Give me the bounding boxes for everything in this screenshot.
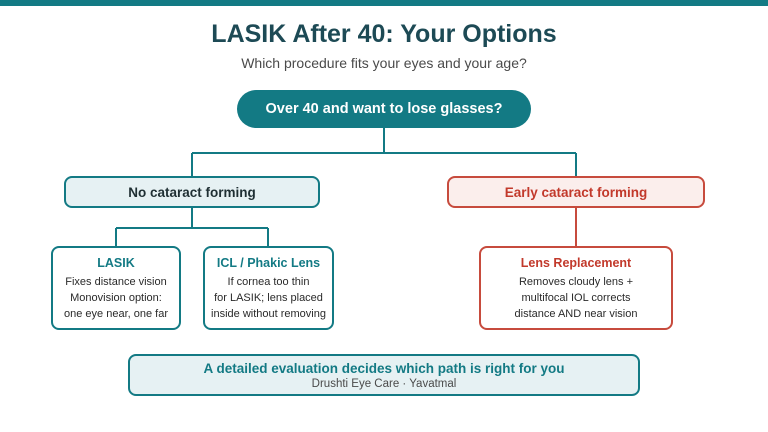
option-detail-line: for LASIK; lens placed [214, 291, 323, 304]
option-detail-line: Removes cloudy lens + [518, 275, 634, 288]
option-detail-line: Fixes distance vision [65, 275, 167, 288]
footer-credit: Drushti Eye Care · Yavatmal [311, 377, 457, 390]
option-lasik: LASIK Fixes distance vision Monovision o… [51, 246, 181, 330]
option-detail-line: one eye near, one far [64, 307, 168, 320]
branch-early-cataract: Early cataract forming [447, 176, 705, 208]
option-detail-line: distance AND near vision [514, 307, 638, 320]
root-question-node: Over 40 and want to lose glasses? [237, 90, 531, 128]
option-detail-line: If cornea too thin [227, 275, 310, 288]
page-subtitle: Which procedure fits your eyes and your … [241, 55, 527, 71]
option-icl-phakic-lens: ICL / Phakic Lens If cornea too thin for… [203, 246, 334, 330]
option-lens-replacement: Lens Replacement Removes cloudy lens + m… [479, 246, 673, 330]
option-title: Lens Replacement [520, 255, 632, 270]
top-accent-bar [0, 0, 768, 6]
option-detail-line: multifocal IOL corrects [521, 291, 631, 304]
evaluation-footer: A detailed evaluation decides which path… [128, 354, 640, 396]
footer-message: A detailed evaluation decides which path… [203, 360, 565, 376]
option-detail-line: Monovision option: [70, 291, 162, 304]
option-title: ICL / Phakic Lens [216, 255, 321, 270]
option-detail-line: inside without removing [211, 307, 326, 320]
branch-no-cataract: No cataract forming [64, 176, 320, 208]
option-title: LASIK [97, 255, 135, 270]
page-title: LASIK After 40: Your Options [211, 20, 557, 48]
